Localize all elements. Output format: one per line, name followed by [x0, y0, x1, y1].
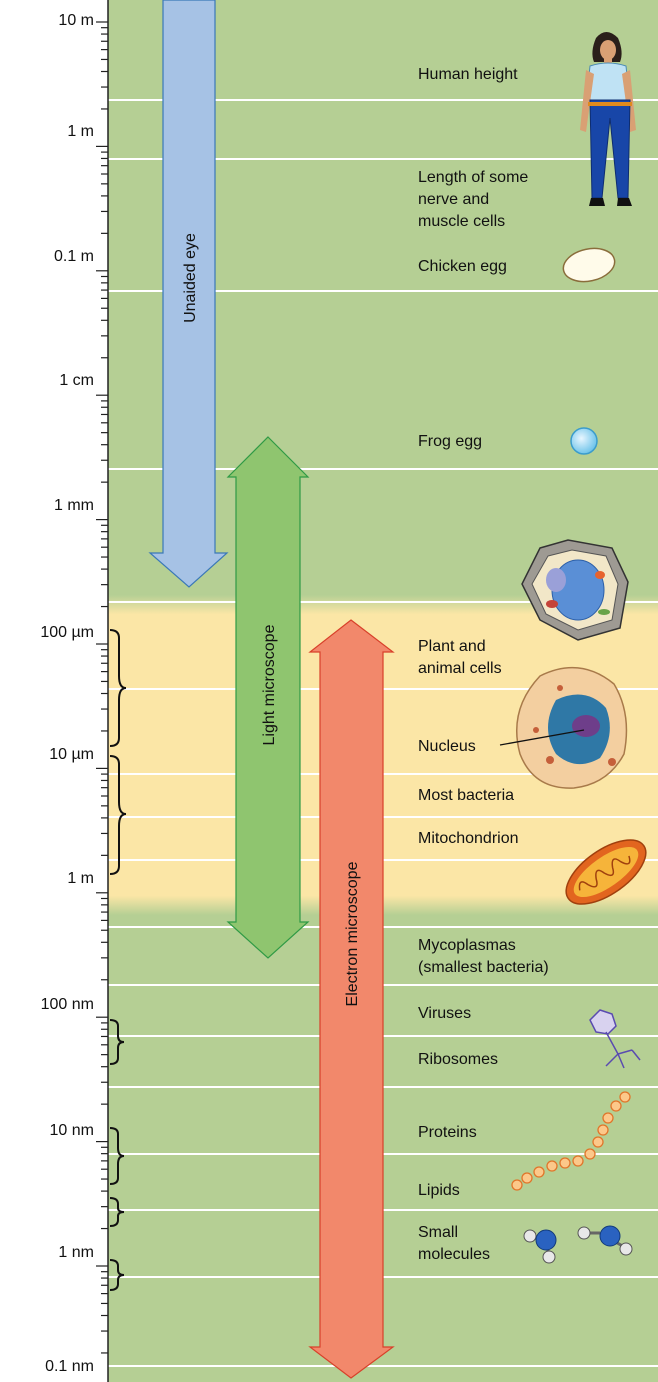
ribosomes-label: Ribosomes [418, 1049, 498, 1071]
scale-label-1nm: 1 nm [58, 1244, 94, 1262]
human-height-label: Human height [418, 64, 518, 86]
most-bacteria-label: Most bacteria [418, 785, 514, 807]
small-molecules-label-line2: molecules [418, 1244, 490, 1266]
frog-egg-illustration [571, 428, 597, 454]
scale-label-1mm: 1 mm [54, 497, 94, 515]
mitochondrion-label: Mitochondrion [418, 828, 519, 850]
scale-label-100um: 100 µm [40, 624, 94, 642]
nerve-cells-label-line1: Length of some [418, 167, 528, 189]
plant-animal-cells-label-line1: Plant and [418, 636, 486, 658]
mycoplasmas-label-line1: Mycoplasmas [418, 935, 516, 957]
unaided-eye-label: Unaided eye [182, 233, 199, 323]
proteins-label: Proteins [418, 1122, 477, 1144]
scale-label-1um: 1 m [67, 870, 94, 888]
light-microscope-label: Light microscope [261, 624, 278, 745]
scale-label-10nm: 10 nm [50, 1122, 94, 1140]
scale-label-1cm: 1 cm [59, 372, 94, 390]
scale-ticks [96, 22, 108, 1382]
viruses-label: Viruses [418, 1003, 471, 1025]
scale-label-10m: 10 m [58, 12, 94, 30]
electron-microscope-label: Electron microscope [344, 861, 361, 1006]
nerve-cells-label-line2: nerve and [418, 189, 489, 211]
animal-cell-illustration [517, 668, 627, 788]
scale-label-100nm: 100 nm [41, 996, 94, 1014]
scale-label-0-1m: 0.1 m [54, 248, 94, 266]
frog-egg-label: Frog egg [418, 431, 482, 453]
scale-label-0-1nm: 0.1 nm [45, 1358, 94, 1376]
chicken-egg-label: Chicken egg [418, 256, 507, 278]
plant-animal-cells-label-line2: animal cells [418, 658, 502, 680]
small-molecules-label-line1: Small [418, 1222, 458, 1244]
nucleus-label: Nucleus [418, 736, 476, 758]
lipids-label: Lipids [418, 1180, 460, 1202]
scale-label-10um: 10 µm [49, 746, 94, 764]
scale-label-1m: 1 m [67, 123, 94, 141]
nerve-cells-label-line3: muscle cells [418, 211, 505, 233]
mycoplasmas-label-line2: (smallest bacteria) [418, 957, 549, 979]
